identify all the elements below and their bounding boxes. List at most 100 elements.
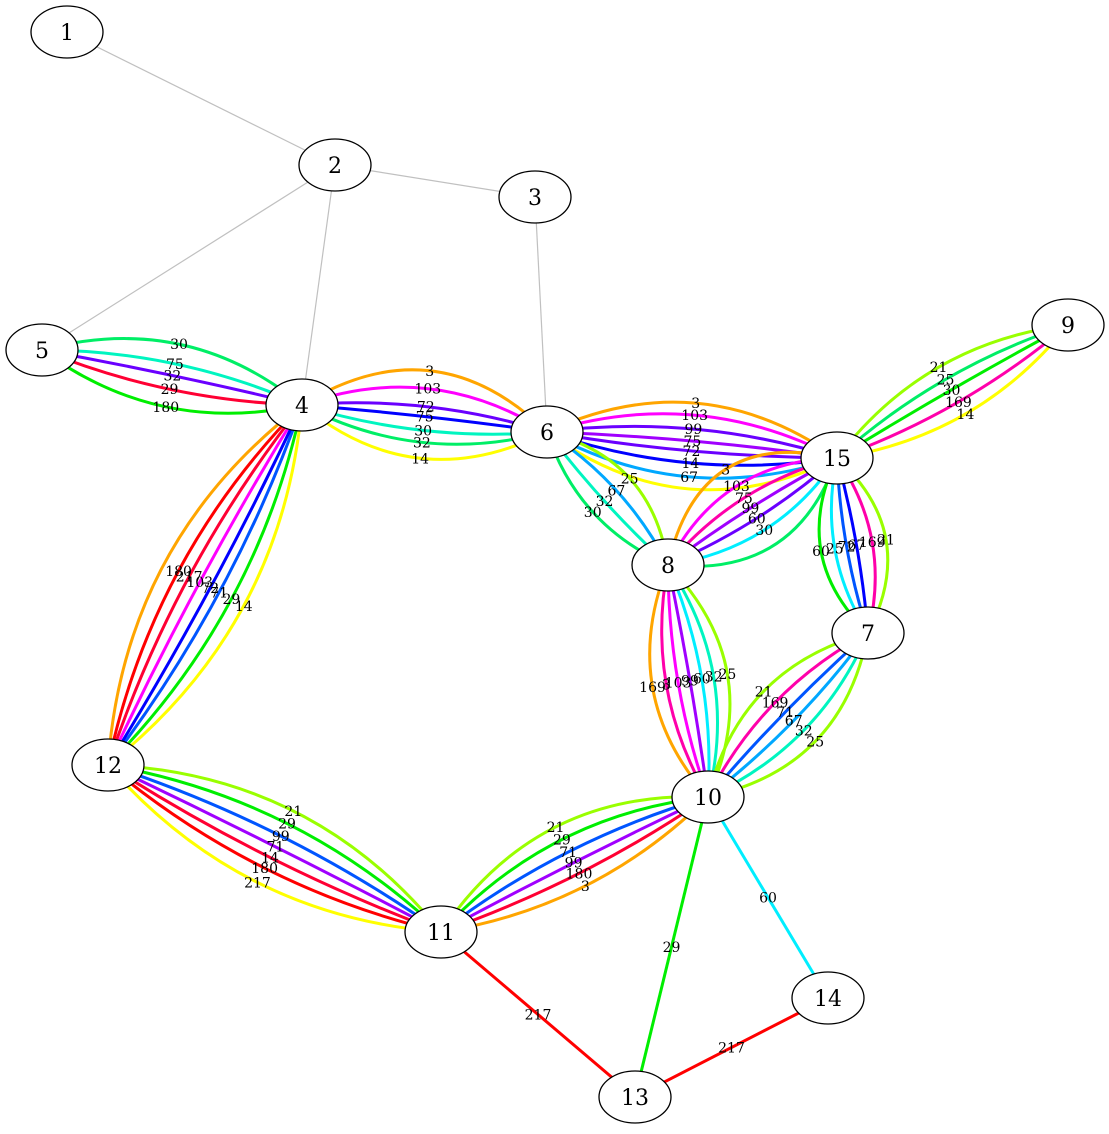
edge-6-15-line-7 xyxy=(546,430,838,492)
node-13-label: 13 xyxy=(621,1086,649,1111)
node-7-shape xyxy=(831,606,905,660)
node-1-label: 1 xyxy=(60,21,74,46)
edge-6-8-label: 25 xyxy=(621,471,639,487)
edge-8-10-line-0 xyxy=(666,563,732,798)
edge-8-10-line-3 xyxy=(666,564,710,798)
edge-12-11-label: 21 xyxy=(284,804,302,820)
edge-8-10-label: 60 xyxy=(693,672,711,688)
node-3-label: 3 xyxy=(528,186,542,211)
edge-8-10-label: 32 xyxy=(705,670,723,686)
node-12-shape xyxy=(71,738,145,792)
node-4: 4 xyxy=(265,378,339,432)
edge-15-7-label: 25 xyxy=(826,542,844,558)
edge-12-11-label: 180 xyxy=(251,861,278,877)
edge-15-9-label: 30 xyxy=(943,383,961,399)
node-5-label: 5 xyxy=(35,339,49,364)
edge-6-15-label: 14 xyxy=(681,456,699,472)
edge-4-12-line-5 xyxy=(106,404,304,766)
node-6-label: 6 xyxy=(540,421,554,446)
edge-8-15-label: 99 xyxy=(741,501,759,517)
node-12-label: 12 xyxy=(94,754,122,779)
edge-4-12-label: 71 xyxy=(210,586,228,602)
edge-15-9-label: 21 xyxy=(930,360,948,376)
node-4-shape xyxy=(265,378,339,432)
node-9-shape xyxy=(1031,298,1105,352)
node-12: 12 xyxy=(71,738,145,792)
edge-11-10-line-4 xyxy=(440,795,709,934)
node-15: 15 xyxy=(800,431,874,485)
edge-12-11-line-1 xyxy=(107,763,443,934)
node-5-shape xyxy=(5,323,79,377)
edge-4-6-label: 14 xyxy=(411,451,429,467)
node-5: 5 xyxy=(5,323,79,377)
edge-8-15-label: 30 xyxy=(755,523,773,539)
edge-8-15-label: 3 xyxy=(721,462,730,478)
edge-6-15-line-1 xyxy=(546,412,838,460)
edge-12-11-label: 14 xyxy=(261,850,279,866)
node-11-shape xyxy=(404,905,478,959)
edge-6-15-line-6 xyxy=(546,430,838,480)
node-8-label: 8 xyxy=(661,554,675,579)
edge-15-9-line-2 xyxy=(836,323,1069,460)
edge-4-12-label: 217 xyxy=(176,569,203,585)
edge-15-9-label: 25 xyxy=(937,372,955,388)
edge-11-10-line-2 xyxy=(440,795,709,934)
edge-8-10-label: 169 xyxy=(639,680,666,696)
edge-11-10-label: 180 xyxy=(566,866,593,882)
edge-3-6-line-0 xyxy=(534,196,548,433)
edge-6-15-line-0 xyxy=(546,400,838,460)
edge-15-7-label: 72 xyxy=(838,540,856,556)
edge-11-10-label: 3 xyxy=(581,879,590,895)
node-14-shape xyxy=(791,971,865,1025)
edge-labels-layer: 3075322918031037275303214310399757214672… xyxy=(152,337,974,1056)
node-13: 13 xyxy=(598,1070,672,1124)
edge-4-12-line-1 xyxy=(106,404,304,767)
edge-7-10-label: 32 xyxy=(795,723,813,739)
node-4-label: 4 xyxy=(295,394,309,419)
node-8: 8 xyxy=(631,538,705,592)
edge-6-15-label: 3 xyxy=(691,396,700,412)
edge-15-9-label: 14 xyxy=(957,407,975,423)
node-15-shape xyxy=(800,431,874,485)
edge-11-13-label: 217 xyxy=(525,1008,552,1024)
edge-4-12-line-4 xyxy=(106,404,304,766)
edge-7-10-label: 67 xyxy=(785,714,803,730)
edge-11-10-line-3 xyxy=(440,795,709,934)
edge-6-8-label: 30 xyxy=(584,505,602,521)
edge-5-4-line-0 xyxy=(41,337,303,407)
edge-5-4-line-4 xyxy=(41,348,303,415)
edge-11-10-line-5 xyxy=(440,795,710,934)
node-9-label: 9 xyxy=(1061,314,1075,339)
node-1: 1 xyxy=(30,5,104,59)
edge-12-11-label: 71 xyxy=(266,840,284,856)
edge-4-6-line-6 xyxy=(301,403,548,461)
edge-2-5-line-0 xyxy=(41,164,336,351)
edge-6-8-label: 32 xyxy=(596,494,614,510)
edge-2-4-line-0 xyxy=(301,164,336,406)
edge-4-12-line-3 xyxy=(106,404,304,766)
edge-4-12-label: 103 xyxy=(186,575,213,591)
edge-8-10-line-2 xyxy=(666,564,711,798)
edge-6-15-label: 103 xyxy=(681,408,708,424)
edge-6-15-label: 99 xyxy=(685,422,703,438)
node-10: 10 xyxy=(671,770,745,824)
edge-12-11-label: 99 xyxy=(272,829,290,845)
edge-4-12-line-7 xyxy=(106,403,303,766)
edge-8-10-label: 25 xyxy=(719,667,737,683)
node-14: 14 xyxy=(791,971,865,1025)
edge-12-11-line-4 xyxy=(107,763,442,934)
edge-8-10-label: 99 xyxy=(681,674,699,690)
edge-7-10-label: 71 xyxy=(776,705,794,721)
edge-5-4-label: 32 xyxy=(163,369,181,385)
edge-11-10-label: 29 xyxy=(553,833,571,849)
edge-15-7-label: 21 xyxy=(877,533,895,549)
edge-8-10-label: 3 xyxy=(662,678,671,694)
node-6-shape xyxy=(510,405,584,459)
edge-4-6-label: 72 xyxy=(417,400,435,416)
edge-4-12-line-0 xyxy=(107,404,304,767)
edge-8-10-line-4 xyxy=(666,564,710,798)
edge-4-6-label: 75 xyxy=(416,410,434,426)
node-9: 9 xyxy=(1031,298,1105,352)
edge-4-12-label: 180 xyxy=(165,564,192,580)
